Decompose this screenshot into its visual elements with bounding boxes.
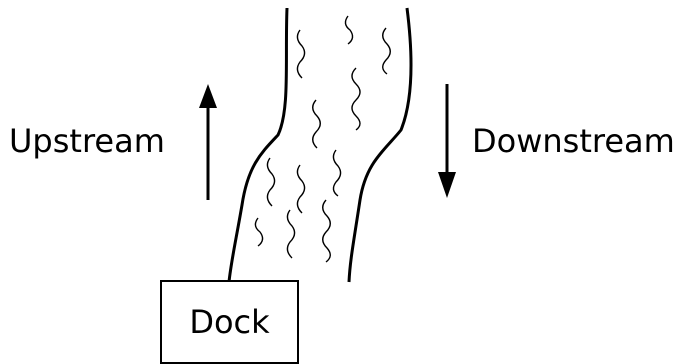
arrow-up-icon xyxy=(199,84,217,200)
ripple xyxy=(344,15,354,45)
arrow-down-icon xyxy=(438,84,456,198)
ripple xyxy=(296,29,306,79)
ripple xyxy=(322,199,331,263)
downstream-label: Downstream xyxy=(472,122,675,160)
ripple xyxy=(254,217,264,247)
ripple xyxy=(286,209,296,259)
dock-box: Dock xyxy=(160,280,299,364)
ripple xyxy=(382,27,391,75)
ripple xyxy=(351,67,361,131)
water-ripples xyxy=(254,15,391,263)
dock-label: Dock xyxy=(189,303,270,341)
upstream-label: Upstream xyxy=(9,122,165,160)
ripple xyxy=(296,164,306,214)
ripple xyxy=(332,149,342,197)
ripple xyxy=(266,157,276,207)
ripple xyxy=(312,99,321,149)
river-left-bank xyxy=(227,7,289,283)
river-right-bank xyxy=(347,7,413,283)
